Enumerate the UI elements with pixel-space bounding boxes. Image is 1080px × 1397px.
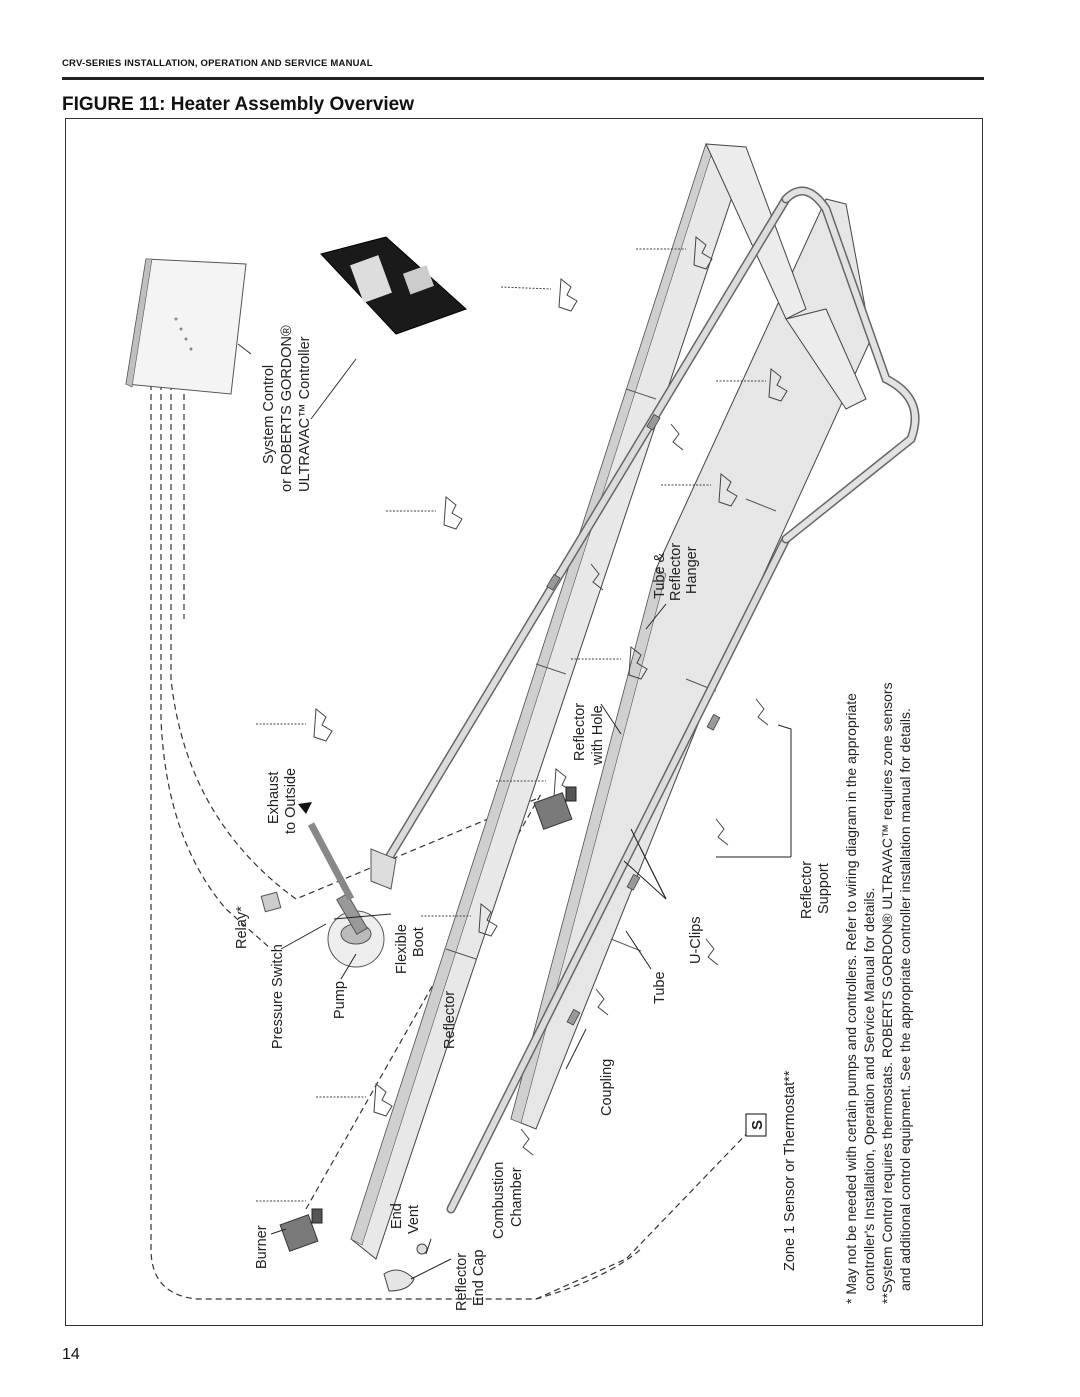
label-reflector-support-2: Support xyxy=(816,863,832,914)
page-number: 14 xyxy=(62,1346,80,1363)
label-pump: Pump xyxy=(332,981,348,1019)
label-exhaust: Exhaust xyxy=(266,772,282,824)
hanger xyxy=(661,473,738,507)
wire-to-burner2 xyxy=(170,384,537,900)
label-roberts-gordon: or ROBERTS GORDON® xyxy=(279,325,295,492)
label-tube-hanger-1: Tube & xyxy=(652,552,668,599)
label-reflector-hole-1: Reflector xyxy=(572,703,588,761)
leader-lines xyxy=(270,603,792,1280)
label-to-outside: to Outside xyxy=(283,768,299,834)
label-reflector-support-1: Reflector xyxy=(799,861,815,919)
label-with-hole: with Hole xyxy=(590,705,606,766)
label-pressure-switch: Pressure Switch xyxy=(270,944,286,1049)
reflector-end-cap xyxy=(383,1269,415,1292)
burner-upper xyxy=(533,786,577,830)
label-relay: Relay* xyxy=(234,906,250,949)
hanger xyxy=(316,1083,393,1117)
pump-assembly xyxy=(260,802,397,968)
label-coupling: Coupling xyxy=(599,1059,615,1116)
wire-sensor xyxy=(535,1123,757,1300)
hanger xyxy=(500,278,578,312)
label-ultravac: ULTRAVAC™ Controller xyxy=(297,336,313,492)
label-burner: Burner xyxy=(254,1225,270,1269)
hanger xyxy=(386,496,463,530)
footnotes: * May not be needed with certain pumps a… xyxy=(843,682,913,1304)
header-rule xyxy=(62,77,984,80)
couplings xyxy=(546,413,721,1026)
note2-line2: and additional control equipment. See th… xyxy=(897,708,913,1291)
heater-assembly-diagram: System Control or ROBERTS GORDON® ULTRAV… xyxy=(125,143,920,1311)
exhaust-arrow xyxy=(298,802,312,814)
label-flexible: Flexible xyxy=(394,924,410,974)
figure-title: FIGURE 11: Heater Assembly Overview xyxy=(62,94,415,115)
label-system-control: System Control xyxy=(261,365,277,464)
note1-line2: controller's Installation, Operation and… xyxy=(861,888,877,1291)
tube-runs xyxy=(371,186,920,1214)
label-tube: Tube xyxy=(652,971,668,1004)
component-labels: System Control or ROBERTS GORDON® ULTRAV… xyxy=(234,325,832,1311)
hanger xyxy=(716,368,788,402)
hangers xyxy=(256,236,788,1202)
note1-line1: * May not be needed with certain pumps a… xyxy=(843,693,859,1304)
hanger xyxy=(256,708,333,742)
label-end: End xyxy=(389,1203,405,1229)
label-reflector: Reflector xyxy=(442,991,458,1049)
label-sensor-letter: S xyxy=(749,1120,766,1130)
wire-relay xyxy=(160,384,272,950)
label-chamber: Chamber xyxy=(509,1167,525,1227)
label-end-cap: End Cap xyxy=(471,1250,487,1306)
burner-lower xyxy=(279,1208,323,1252)
wire-burner-loop xyxy=(150,384,642,1300)
hanger xyxy=(571,646,648,680)
label-reflector-end-1: Reflector xyxy=(454,1253,470,1311)
label-combustion: Combustion xyxy=(491,1162,507,1239)
system-control-box xyxy=(125,258,247,395)
reflector-rows xyxy=(350,143,872,1260)
hanger xyxy=(421,903,498,937)
manual-header: CRV-SERIES INSTALLATION, OPERATION AND S… xyxy=(62,58,373,69)
label-boot: Boot xyxy=(411,927,427,957)
note2-line1: **System Control requires thermostats. R… xyxy=(879,682,895,1304)
label-vent: Vent xyxy=(406,1205,422,1234)
label-u-clips: U-Clips xyxy=(688,916,704,964)
label-zone-sensor: Zone 1 Sensor or Thermostat** xyxy=(782,1070,798,1271)
reflector-supports xyxy=(520,423,769,1156)
relay-box xyxy=(260,891,282,913)
wiring-dashed xyxy=(150,384,757,1300)
label-tube-hanger-2: Reflector xyxy=(668,543,684,601)
sensor-box xyxy=(745,1113,767,1137)
label-tube-hanger-3: Hanger xyxy=(684,546,700,594)
end-vent xyxy=(416,1243,428,1255)
figure-frame: System Control or ROBERTS GORDON® ULTRAV… xyxy=(65,118,983,1326)
hanger xyxy=(636,236,713,270)
flexible-boot xyxy=(370,848,397,890)
ultravac-controller xyxy=(320,236,467,335)
